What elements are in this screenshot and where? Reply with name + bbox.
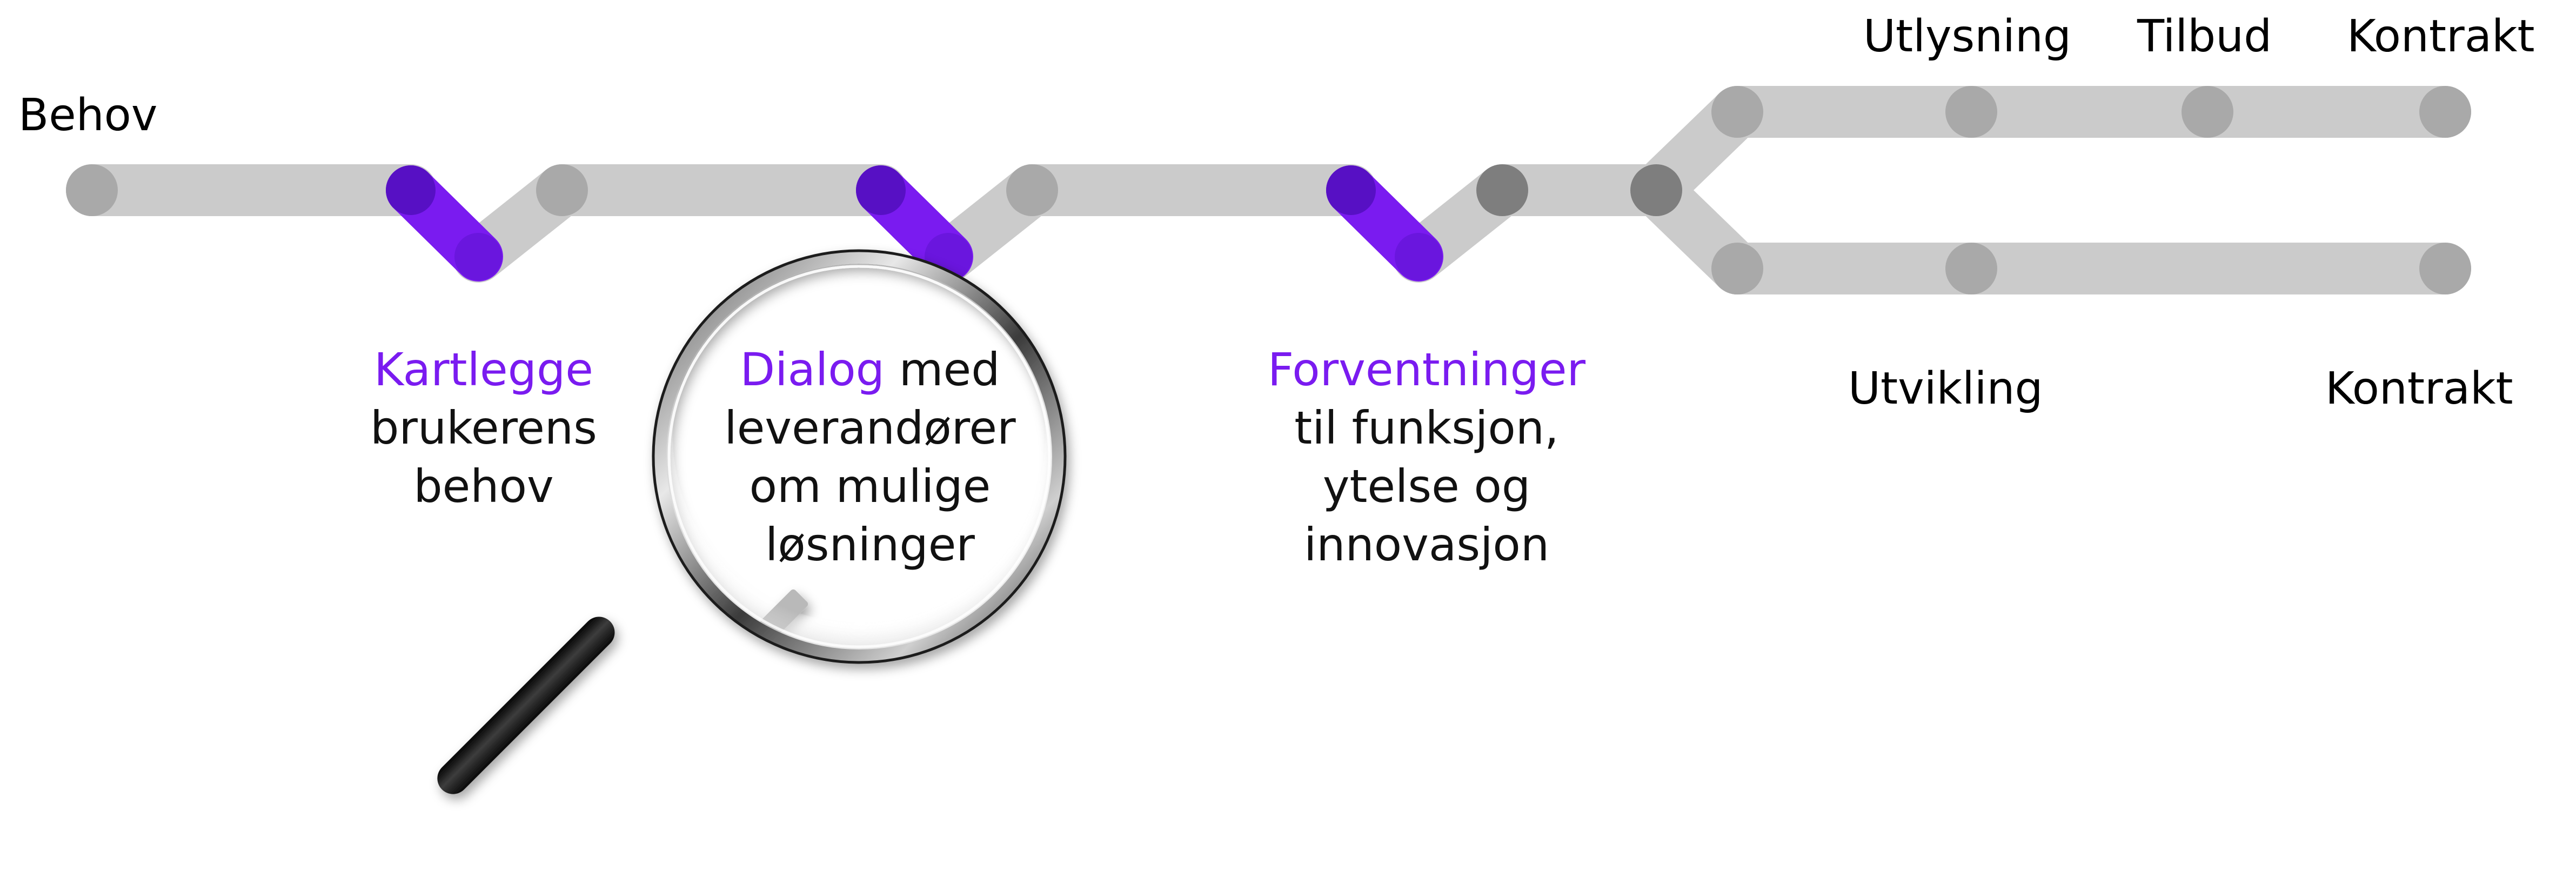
step-dialog: Dialog med leverandører om mulige løsnin… [702, 340, 1038, 574]
step-dialog-highlight: Dialog [740, 343, 885, 396]
step-forventninger-line3: ytelse og [1322, 460, 1531, 513]
step-kartlegge-line2: brukerens [370, 401, 597, 454]
label-kontrakt-bottom: Kontrakt [2325, 363, 2513, 414]
step-forventninger-line2: til funksjon, [1294, 401, 1559, 454]
step-dialog-line3: om mulige [749, 460, 991, 513]
step-kartlegge: Kartlegge brukerens behov [316, 340, 651, 515]
label-tilbud: Tilbud [2137, 11, 2272, 62]
step-forventninger-line4: innovasjon [1303, 518, 1550, 571]
label-kontrakt-top: Kontrakt [2347, 11, 2535, 62]
track-nodes [66, 86, 2471, 294]
node-behov [66, 164, 118, 216]
step-forventninger: Forventninger til funksjon, ytelse og in… [1227, 340, 1627, 574]
step-dialog-line2: leverandører [724, 401, 1016, 454]
magnifying-glass-icon [437, 249, 1067, 794]
label-utlysning: Utlysning [1863, 11, 2071, 62]
step-forventninger-highlight: Forventninger [1267, 343, 1586, 396]
step-kartlegge-highlight: Kartlegge [374, 343, 593, 396]
highlight-nodes [386, 165, 1376, 215]
step-dialog-line1: med [885, 343, 1000, 396]
step-dialog-line4: løsninger [765, 518, 975, 571]
track-nodes-dark [1476, 164, 1682, 216]
step-kartlegge-line3: behov [413, 460, 554, 513]
label-behov: Behov [18, 90, 158, 141]
label-utvikling: Utvikling [1848, 363, 2043, 414]
